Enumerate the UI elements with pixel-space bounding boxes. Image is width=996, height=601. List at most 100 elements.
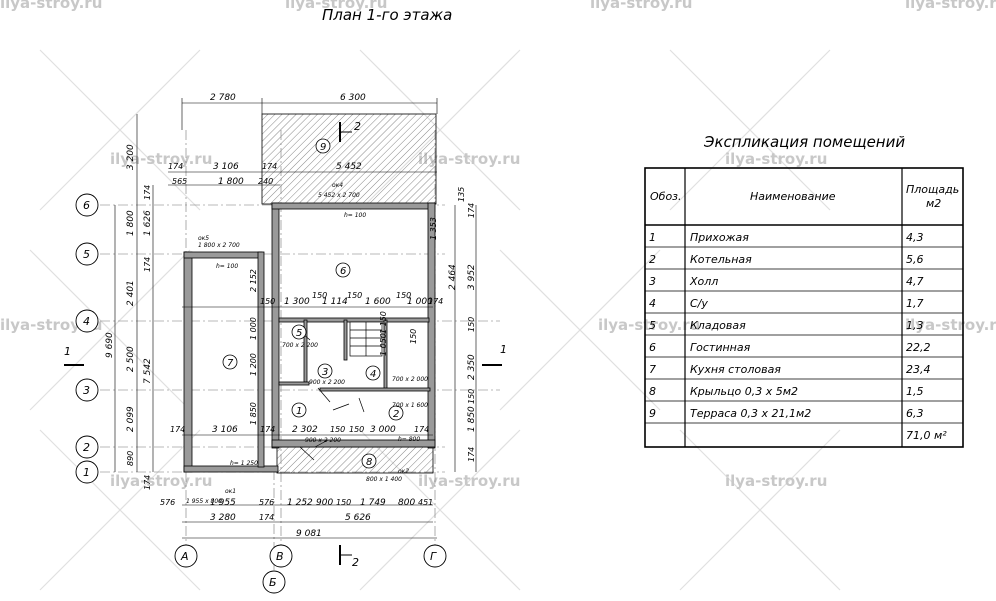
- row-7-area: 23,4: [906, 363, 931, 376]
- room-2-number: 2: [393, 409, 399, 420]
- axis-a-label: А: [180, 550, 189, 563]
- svg-text:135: 135: [457, 187, 466, 202]
- svg-text:700 х 2 000: 700 х 2 000: [392, 376, 428, 383]
- svg-text:2 099: 2 099: [126, 406, 136, 432]
- svg-text:1 850: 1 850: [249, 402, 258, 425]
- row-2-name: Котельная: [690, 253, 752, 266]
- svg-text:174: 174: [259, 513, 274, 522]
- svg-text:2 302: 2 302: [292, 425, 318, 435]
- axis-1-label: 1: [83, 466, 90, 479]
- svg-text:1 150: 1 150: [379, 311, 388, 334]
- svg-text:2: 2: [354, 120, 361, 133]
- svg-text:150: 150: [467, 317, 476, 332]
- svg-text:1 050: 1 050: [379, 333, 388, 356]
- interior-dimensions: 150 1 300 150 1 114 150 1 600 150 1 000 …: [170, 291, 443, 467]
- svg-text:150: 150: [312, 291, 327, 300]
- room-markers: 1 2 3 4 5 6 7 8 9: [222, 138, 404, 469]
- svg-text:565: 565: [172, 177, 187, 186]
- svg-text:174: 174: [260, 425, 275, 434]
- svg-text:h= 100: h= 100: [344, 212, 366, 219]
- svg-text:150: 150: [396, 291, 411, 300]
- svg-text:ilya-stroy.ru: ilya-stroy.ru: [418, 150, 520, 168]
- svg-text:150: 150: [467, 389, 476, 404]
- row-9-code: 9: [649, 407, 656, 420]
- row-4-area: 1,7: [906, 297, 924, 310]
- plan-title: План 1-го этажа: [322, 6, 452, 24]
- svg-text:1 800 х 2 700: 1 800 х 2 700: [198, 242, 240, 249]
- svg-text:1 600: 1 600: [365, 297, 391, 307]
- svg-text:174: 174: [467, 203, 476, 218]
- svg-text:h= 800: h= 800: [398, 436, 420, 443]
- svg-text:1 000: 1 000: [407, 297, 433, 307]
- row-7-code: 7: [649, 363, 656, 376]
- watermark-lines: [29, 49, 841, 591]
- svg-text:м2: м2: [926, 197, 941, 210]
- svg-text:150: 150: [347, 291, 362, 300]
- svg-text:1 300: 1 300: [284, 297, 310, 307]
- svg-text:700 х 1 600: 700 х 1 600: [392, 402, 428, 409]
- svg-text:1 850: 1 850: [467, 406, 477, 432]
- watermarks: ilya-stroy.ru ilya-stroy.ru ilya-stroy.r…: [0, 0, 996, 490]
- svg-text:174: 174: [414, 425, 429, 434]
- svg-text:1 000: 1 000: [249, 317, 258, 340]
- svg-text:2 152: 2 152: [249, 269, 258, 292]
- svg-text:900 х 2 200: 900 х 2 200: [309, 379, 345, 386]
- bottom-dimensions: 1 955 х 800 ок1 800 х 1 400 ок2 576 1 95…: [160, 468, 433, 539]
- svg-text:1 955: 1 955: [210, 498, 236, 508]
- right-dimensions: 1 353 174 3 952 2 464 150 2 350 150 1 85…: [379, 187, 477, 462]
- row-2-area: 5,6: [906, 253, 924, 266]
- svg-text:900: 900: [316, 498, 333, 508]
- svg-text:2 350: 2 350: [467, 354, 477, 380]
- svg-text:1 626: 1 626: [143, 210, 153, 236]
- axis-b-label: Б: [269, 576, 277, 589]
- svg-text:174: 174: [467, 447, 476, 462]
- svg-text:ilya-stroy.ru: ilya-stroy.ru: [418, 472, 520, 490]
- svg-text:576: 576: [259, 498, 274, 507]
- row-1-code: 1: [649, 231, 656, 244]
- porch-area: [276, 446, 434, 474]
- svg-text:2: 2: [352, 556, 359, 569]
- row-3-name: Холл: [689, 275, 718, 288]
- svg-text:800 х 1 400: 800 х 1 400: [366, 476, 402, 483]
- svg-text:ок2: ок2: [398, 468, 409, 475]
- svg-text:174: 174: [143, 185, 152, 200]
- row-1-area: 4,3: [906, 231, 924, 244]
- room-3-number: 3: [322, 367, 328, 378]
- svg-text:1: 1: [64, 345, 71, 358]
- axis-4-label: 4: [83, 315, 90, 328]
- svg-text:1 353: 1 353: [429, 217, 438, 240]
- stairs: [349, 321, 383, 357]
- room-9-number: 9: [320, 142, 326, 153]
- svg-text:3 106: 3 106: [212, 425, 238, 435]
- svg-text:3 280: 3 280: [210, 513, 236, 523]
- svg-text:9 690: 9 690: [105, 332, 115, 358]
- room-4-number: 4: [370, 369, 376, 380]
- row-6-name: Гостинная: [690, 341, 751, 354]
- svg-text:5 626: 5 626: [345, 513, 371, 523]
- svg-text:1 749: 1 749: [360, 498, 386, 508]
- svg-text:2 401: 2 401: [126, 280, 136, 306]
- svg-text:800: 800: [398, 498, 415, 508]
- svg-text:5 452: 5 452: [336, 162, 362, 172]
- svg-text:900 х 2 200: 900 х 2 200: [305, 437, 341, 444]
- svg-text:451: 451: [418, 498, 433, 507]
- svg-text:ilya-stroy.ru: ilya-stroy.ru: [725, 472, 827, 490]
- row-2-code: 2: [649, 253, 656, 266]
- svg-text:ilya-stroy.ru: ilya-stroy.ru: [590, 0, 692, 12]
- svg-text:150: 150: [349, 425, 364, 434]
- svg-text:240: 240: [258, 177, 273, 186]
- row-5-area: 1,3: [906, 319, 924, 332]
- svg-text:ilya-stroy.ru: ilya-stroy.ru: [0, 0, 102, 12]
- axis-v-label: В: [276, 550, 284, 563]
- svg-text:1 200: 1 200: [249, 353, 258, 376]
- table-title: Экспликация помещений: [703, 133, 905, 151]
- row-3-code: 3: [649, 275, 656, 288]
- header-area: Площадь: [906, 183, 959, 196]
- svg-text:150: 150: [330, 425, 345, 434]
- svg-text:174: 174: [143, 475, 152, 490]
- svg-text:150: 150: [336, 498, 351, 507]
- walls: [183, 202, 436, 473]
- svg-text:3 952: 3 952: [467, 264, 477, 290]
- room-5-number: 5: [296, 328, 302, 339]
- svg-text:3 106: 3 106: [213, 162, 239, 172]
